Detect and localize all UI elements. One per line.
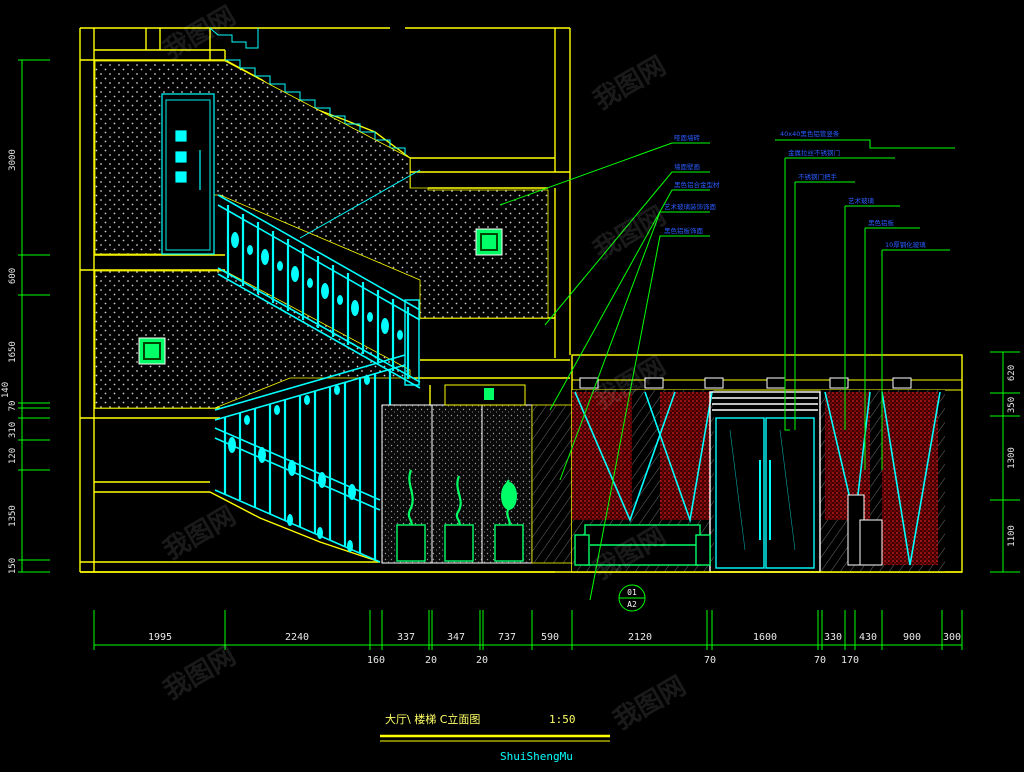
stair-steps-upper: [209, 27, 411, 159]
watermark-7: 我图网: [159, 641, 242, 706]
drawing-title: 大厅\ 楼梯 C立面图: [385, 712, 480, 726]
vdim-1100: 1100: [1007, 525, 1017, 547]
ornament-tiles: [138, 228, 503, 365]
annotation-1: 哑面墙砖: [674, 133, 701, 142]
vdim-70: 70: [8, 401, 18, 412]
dim-337: 337: [397, 632, 415, 643]
annotation-11: 10厚钢化玻璃: [885, 240, 926, 249]
annotation-9: 艺术玻璃: [848, 196, 875, 205]
dim-1600: 1600: [753, 632, 777, 643]
vdim-120: 120: [8, 448, 18, 464]
annotation-labels: 哑面墙砖 墙面壁画 黑色铝合金型材 艺术玻璃装饰饰面 黑色铝板饰面 40x40黑…: [664, 129, 926, 249]
vdim-1650: 1650: [8, 341, 18, 363]
annotation-7: 金属拉丝不锈钢门: [788, 148, 840, 157]
vdim-620: 620: [1007, 365, 1017, 381]
drawing-author: ShuiShengMu: [500, 750, 573, 763]
annotation-4: 艺术玻璃装饰饰面: [664, 202, 717, 211]
railing-lower: [214, 354, 406, 563]
title-block: 大厅\ 楼梯 C立面图 1:50 ShuiShengMu: [380, 712, 610, 763]
vdim-3000: 3000: [8, 149, 18, 171]
watermark-2: 我图网: [589, 51, 672, 116]
watermark-1: 我图网: [159, 1, 242, 66]
dim-sub-160: 160: [367, 655, 385, 666]
dim-sub-170: 170: [841, 655, 859, 666]
vdim-600: 600: [8, 268, 18, 284]
annotation-6: 40x40黑色铝管竖条: [780, 129, 840, 138]
drawing-scale: 1:50: [549, 713, 576, 726]
annotation-8: 不锈钢门把手: [798, 172, 838, 181]
annotation-2: 墙面壁画: [674, 162, 700, 171]
section-tag-top: 01: [627, 588, 637, 597]
dim-sub-20b: 20: [476, 655, 488, 666]
glass-door: [709, 391, 821, 573]
dim-590: 590: [541, 632, 559, 643]
upper-door: [161, 93, 215, 255]
dim-sub-70a: 70: [704, 655, 716, 666]
vdim-150: 150: [8, 558, 18, 574]
bottom-dimensions: 1995 2240 337 347 737 590 2120 1600 330 …: [148, 632, 961, 666]
section-tag: 01 A2: [618, 584, 646, 612]
dim-330: 330: [824, 632, 842, 643]
left-dimensions: 3000 600 1650 70 140 310 120 1350 150: [1, 149, 18, 574]
leader-lines: [499, 139, 955, 601]
side-chair: [847, 494, 883, 566]
annotation-5: 黑色铝板饰面: [664, 226, 704, 235]
section-tag-bottom: A2: [627, 600, 637, 609]
dim-sub-70b: 70: [814, 655, 826, 666]
vdim-1300: 1300: [1007, 447, 1017, 469]
vdim-310: 310: [8, 422, 18, 438]
dim-900: 900: [903, 632, 921, 643]
dim-300: 300: [943, 632, 961, 643]
planters: [396, 469, 524, 562]
vdim-1350: 1350: [8, 505, 18, 527]
watermark-8: 我图网: [609, 671, 692, 736]
dim-2120: 2120: [628, 632, 652, 643]
sofa: [574, 524, 711, 566]
watermark-5: 我图网: [159, 501, 242, 566]
vdim-350: 350: [1007, 397, 1017, 413]
annotation-3: 黑色铝合金型材: [674, 180, 720, 189]
dim-430: 430: [859, 632, 877, 643]
dim-737: 737: [498, 632, 516, 643]
dim-sub-20a: 20: [425, 655, 437, 666]
watermark-3: 我图网: [589, 201, 672, 266]
dim-347: 347: [447, 632, 465, 643]
vdim-140: 140: [1, 382, 11, 398]
right-dimensions: 620 350 1300 1100: [1007, 365, 1017, 547]
dim-2240: 2240: [285, 632, 309, 643]
dimension-lines: [18, 59, 1020, 650]
dim-1995: 1995: [148, 632, 172, 643]
annotation-10: 黑色铝板: [868, 218, 895, 227]
